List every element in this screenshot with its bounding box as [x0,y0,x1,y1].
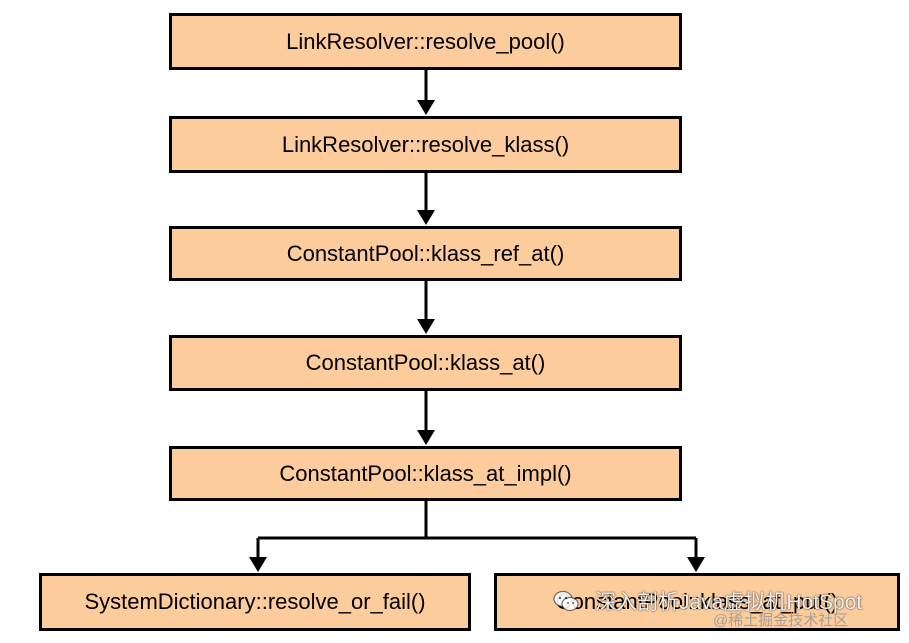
node-klass-at-impl: ConstantPool::klass_at_impl() [169,446,682,501]
node-right-box: ConstantPool::klass_at_put() [494,573,900,631]
arrowhead-2 [417,210,435,225]
node-klass-ref-at: ConstantPool::klass_ref_at() [169,226,682,281]
arrowhead-3 [417,319,435,334]
arrowhead-5 [249,557,267,572]
node-klass-at: ConstantPool::klass_at() [169,335,682,391]
arrowhead-6 [687,557,705,572]
node-resolve-klass: LinkResolver::resolve_klass() [169,116,682,173]
arrowhead-4 [417,430,435,445]
node-resolve-pool: LinkResolver::resolve_pool() [169,13,682,70]
node-resolve-or-fail: SystemDictionary::resolve_or_fail() [39,573,471,631]
arrowhead-1 [417,100,435,115]
